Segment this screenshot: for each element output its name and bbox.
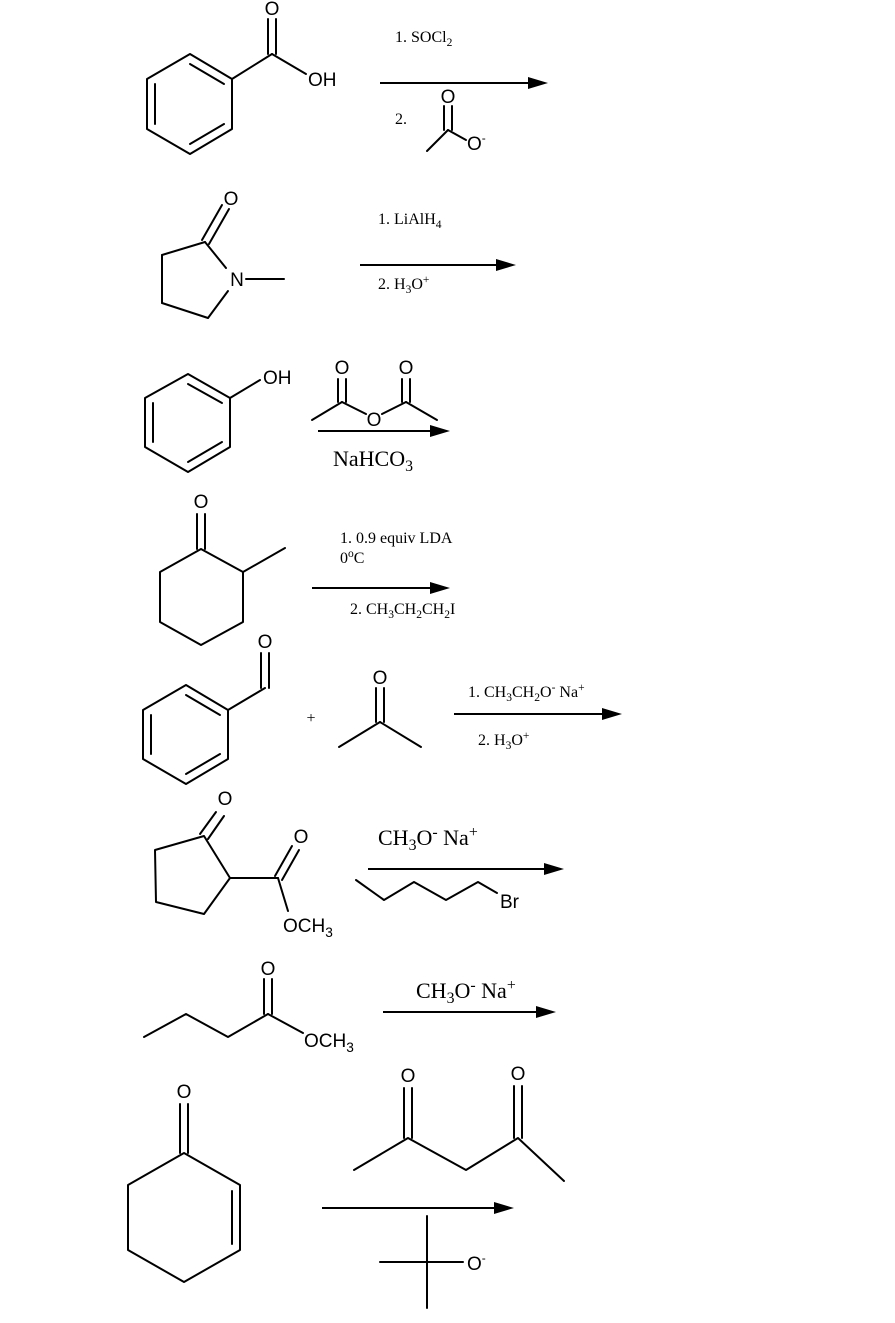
- acetone-oxygen-label: O: [373, 668, 388, 689]
- diketone-oxygen-2-label: O: [511, 1064, 526, 1085]
- acetate-carbonyl-oxygen-label: O: [441, 87, 456, 108]
- reaction-4: O 1. 0.9 equiv LDA 0oC 2. CH3CH2CH2I: [159, 492, 455, 646]
- bromine-label: Br: [500, 892, 520, 913]
- condition-step-2-label: 2.: [395, 111, 407, 128]
- methylcyclohexanone-structure: O: [159, 492, 286, 646]
- condition-step-1: 1. LiAlH4: [378, 211, 442, 231]
- keto-ester-structure: O O OCH3: [154, 789, 333, 940]
- reaction-arrow: [360, 259, 516, 271]
- n-methylpyrrolidinone-structure: O N: [161, 189, 285, 319]
- base-reagent: CH3O- Na+: [416, 977, 516, 1007]
- reaction-2: O N 1. LiAlH4 2. H3O+: [161, 189, 516, 319]
- reaction-arrow: [380, 77, 548, 89]
- base-reagent: CH3O- Na+: [378, 824, 478, 854]
- bromopentane-structure: Br: [355, 879, 520, 913]
- methyl-butanoate-structure: O OCH3: [143, 959, 354, 1055]
- reaction-6: O O OCH3 CH3O- Na+ Br: [154, 789, 564, 940]
- acetic-anhydride-structure: O O O: [311, 358, 438, 431]
- methoxy-label: OCH3: [304, 1031, 354, 1055]
- condition-step-2: 2. H3O+: [478, 730, 529, 752]
- hydroxyl-label: OH: [263, 368, 292, 389]
- reaction-1: O OH 1. SOCl2 2. O O-: [146, 0, 548, 155]
- aldehyde-oxygen-label: O: [258, 632, 273, 653]
- reaction-arrow: [322, 1202, 514, 1214]
- reaction-arrow: [312, 582, 450, 594]
- diketone-oxygen-1-label: O: [401, 1066, 416, 1087]
- reaction-arrow: [368, 863, 564, 875]
- hydroxyl-label: OH: [308, 70, 337, 91]
- pentanedione-structure: O O: [353, 1064, 565, 1182]
- condition-step-2: 2. CH3CH2CH2I: [350, 601, 455, 621]
- anhydride-oxygen-2-label: O: [399, 358, 414, 379]
- reaction-arrow: [383, 1006, 556, 1018]
- anhydride-bridge-oxygen-label: O: [367, 410, 382, 431]
- reaction-arrow: [454, 708, 622, 720]
- carbonyl-oxygen-label: O: [265, 0, 280, 20]
- reaction-5: O + O 1. CH3CH2O- Na+ 2. H3O+: [142, 632, 622, 785]
- lactam-oxygen-label: O: [224, 189, 239, 210]
- acetate-oxide-label: O-: [467, 131, 486, 155]
- reaction-8: O O O O-: [127, 1064, 565, 1309]
- ester-carbonyl-oxygen-label: O: [294, 827, 309, 848]
- condition-step-2: 2. H3O+: [378, 274, 429, 296]
- acetate-structure: O O-: [426, 87, 486, 155]
- plus-sign: +: [306, 710, 315, 727]
- ketone-oxygen-label: O: [194, 492, 209, 513]
- tert-butoxide-structure: O-: [379, 1215, 486, 1309]
- benzoic-acid-structure: O OH: [146, 0, 337, 155]
- nitrogen-label: N: [230, 270, 244, 291]
- reaction-7: O OCH3 CH3O- Na+: [143, 959, 556, 1055]
- ester-carbonyl-oxygen-label: O: [261, 959, 276, 980]
- acetone-structure: O: [338, 668, 422, 748]
- condition-step-1: 1. SOCl2: [395, 29, 453, 49]
- benzaldehyde-structure: O: [142, 632, 273, 785]
- methoxy-label: OCH3: [283, 916, 333, 940]
- ring-ketone-oxygen-label: O: [218, 789, 233, 810]
- reaction-3: OH O O O NaHCO3: [144, 358, 450, 475]
- condition-step-1-line-2: 0oC: [340, 548, 364, 567]
- phenol-structure: OH: [144, 368, 292, 473]
- anhydride-oxygen-1-label: O: [335, 358, 350, 379]
- condition-step-1-line-1: 1. 0.9 equiv LDA: [340, 530, 453, 547]
- cyclohexenone-structure: O: [127, 1082, 241, 1283]
- base-reagent: NaHCO3: [333, 446, 413, 475]
- condition-step-1: 1. CH3CH2O- Na+: [468, 682, 585, 704]
- reaction-arrow: [318, 425, 450, 437]
- tert-butoxide-oxygen-label: O-: [467, 1251, 486, 1275]
- enone-oxygen-label: O: [177, 1082, 192, 1103]
